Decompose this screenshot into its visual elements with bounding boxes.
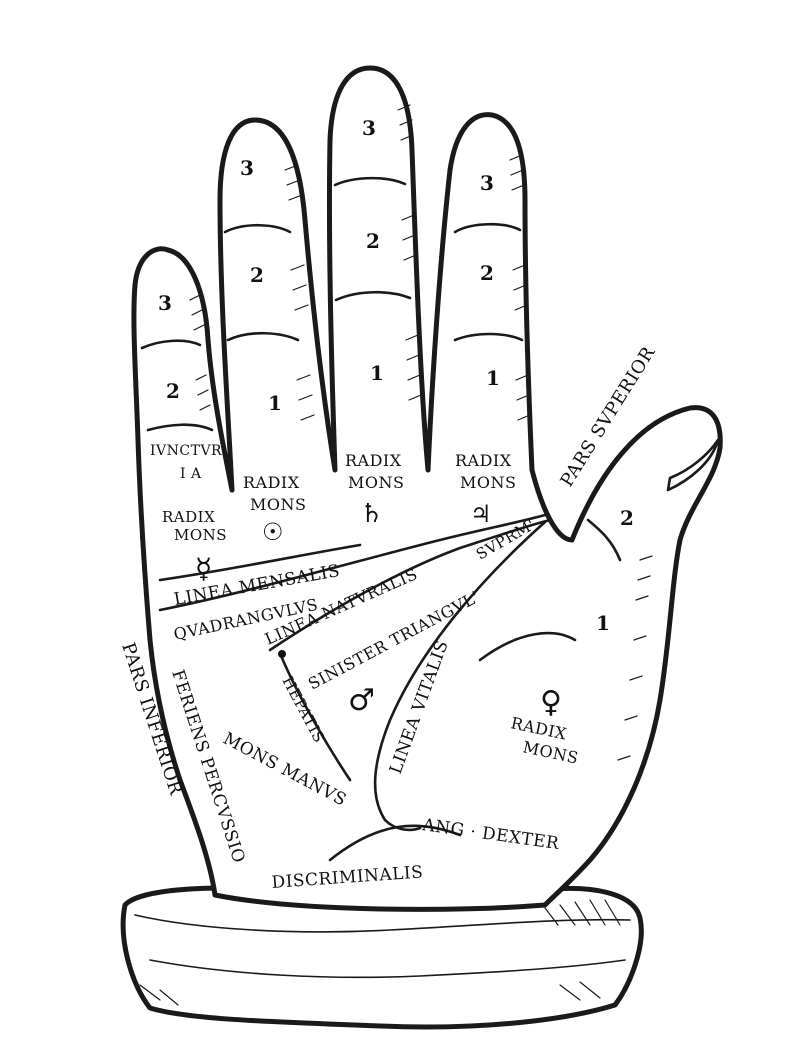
sun-icon: ☉ <box>262 518 284 546</box>
linea-vitalis-line <box>373 520 547 822</box>
label-radix-little: RADIX <box>162 508 215 526</box>
middle-phalanx-3: 3 <box>362 116 376 140</box>
palm-lines <box>158 513 577 862</box>
label-iunctura: IVNCTVR <box>150 443 222 459</box>
linea-mensalis-line <box>158 543 362 582</box>
index-phalanx-3: 3 <box>480 171 494 195</box>
thumb-phalanx-1: 1 <box>596 611 610 635</box>
saturn-icon: ♄ <box>360 499 383 529</box>
little-phalanx-2: 2 <box>166 379 180 403</box>
index-phalanx-1: 1 <box>486 366 500 390</box>
finger-hatching <box>189 104 653 761</box>
label-iunctura-2: I A <box>180 466 202 482</box>
ring-phalanx-1: 1 <box>268 391 282 415</box>
label-mons-middle: MONS <box>348 473 404 492</box>
label-radix-index: RADIX <box>455 451 512 470</box>
label-radix-ring: RADIX <box>243 473 300 492</box>
linea-naturalis-line <box>268 518 552 652</box>
mars-icon: ♂ <box>348 683 375 718</box>
hepatis-line <box>280 656 352 782</box>
middle-phalanx-2: 2 <box>366 229 380 253</box>
little-phalanx-3: 3 <box>158 291 172 315</box>
venus-icon: ♀ <box>540 685 562 720</box>
phalanx-numbers: 3 2 3 2 1 3 2 1 3 2 1 2 1 <box>158 116 634 635</box>
sleeve-cuff <box>120 885 644 1030</box>
label-mons-index: MONS <box>460 473 516 492</box>
middle-phalanx-1: 1 <box>370 361 384 385</box>
mercury-icon: ☿ <box>195 552 212 585</box>
quadrangulus-line <box>158 513 547 612</box>
label-radix-middle: RADIX <box>345 451 402 470</box>
hand-outline-icon <box>131 65 723 912</box>
ring-phalanx-2: 2 <box>250 263 264 287</box>
finger-creases <box>140 176 622 562</box>
label-mons-little: MONS <box>174 526 227 544</box>
label-mons-ring: MONS <box>250 495 306 514</box>
jupiter-icon: ♃ <box>470 500 492 528</box>
thumb-phalanx-2: 2 <box>620 506 634 530</box>
ring-phalanx-3: 3 <box>240 156 254 180</box>
index-phalanx-2: 2 <box>480 261 494 285</box>
